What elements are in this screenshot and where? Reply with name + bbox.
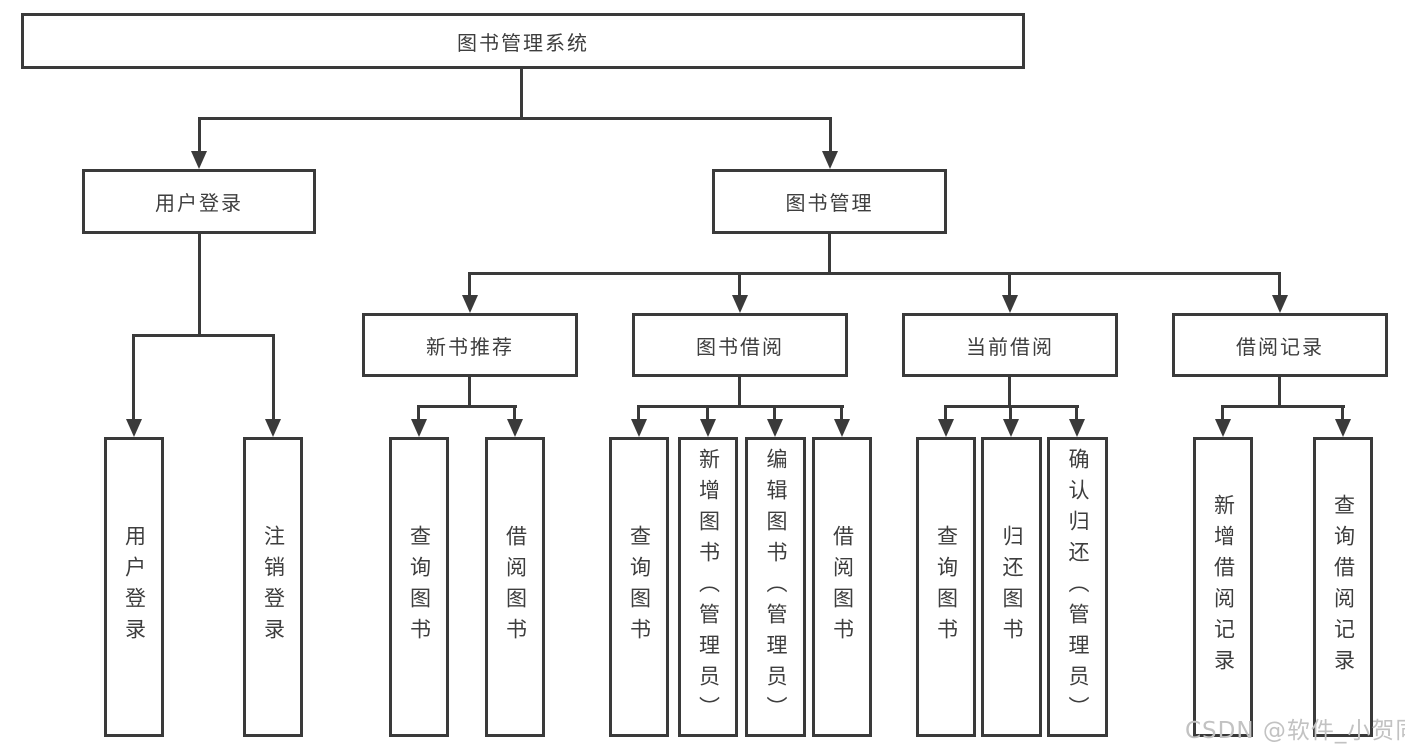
connector-vertical: [829, 117, 832, 154]
connector-vertical: [513, 405, 516, 421]
connector-vertical: [272, 334, 275, 422]
arrow-down-icon: [191, 151, 207, 169]
arrow-down-icon: [462, 295, 478, 313]
node-label: 借阅图书: [830, 525, 855, 649]
node-label: 查询图书: [934, 525, 959, 649]
node-label: 当前借阅: [966, 334, 1054, 359]
node-label: 图书管理: [785, 191, 874, 215]
arrow-down-icon: [700, 419, 716, 437]
connector-vertical: [1341, 405, 1344, 421]
node-label: 查询借阅记录: [1331, 494, 1356, 680]
connector-vertical: [1008, 272, 1011, 298]
arrow-down-icon: [1069, 419, 1085, 437]
arrow-down-icon: [265, 419, 281, 437]
connector-vertical: [198, 117, 201, 154]
leaf-return-books: 归还图书: [981, 437, 1042, 737]
leaf-query-borrow-record: 查询借阅记录: [1313, 437, 1373, 737]
leaf-add-borrow-record: 新增借阅记录: [1193, 437, 1253, 737]
leaf-edit-book-admin: 编辑图书（管理员）: [745, 437, 806, 737]
connector-horizontal: [198, 117, 832, 120]
arrow-down-icon: [822, 151, 838, 169]
connector-vertical: [132, 334, 135, 422]
node-label: 用户登录: [122, 525, 147, 649]
connector-vertical: [1278, 272, 1281, 298]
connector-vertical: [417, 405, 420, 421]
node-label: 新书推荐: [426, 334, 514, 359]
connector-horizontal: [1221, 405, 1345, 408]
node-user-login: 用户登录: [82, 169, 316, 234]
watermark: CSDN @软件_小贺同学: [1185, 718, 1405, 744]
connector-horizontal: [469, 272, 1281, 275]
arrow-down-icon: [767, 419, 783, 437]
node-book-management: 图书管理: [712, 169, 947, 234]
arrow-down-icon: [1002, 295, 1018, 313]
connector-vertical: [840, 405, 843, 421]
connector-vertical: [1278, 377, 1281, 408]
node-label: 新增图书（管理员）: [696, 447, 721, 727]
leaf-query-books: 查询图书: [609, 437, 669, 737]
arrow-down-icon: [411, 419, 427, 437]
leaf-confirm-return-admin: 确认归还（管理员）: [1047, 437, 1108, 737]
leaf-borrow-books: 借阅图书: [485, 437, 545, 737]
connector-vertical: [1221, 405, 1224, 421]
connector-vertical: [944, 405, 947, 421]
connector-vertical: [1009, 405, 1012, 421]
node-book-borrowing: 图书借阅: [632, 313, 848, 377]
node-label: 查询图书: [407, 525, 432, 649]
arrow-down-icon: [1272, 295, 1288, 313]
leaf-query-books: 查询图书: [916, 437, 976, 737]
leaf-logout: 注销登录: [243, 437, 303, 737]
connector-horizontal: [637, 405, 844, 408]
arrow-down-icon: [126, 419, 142, 437]
connector-vertical: [738, 377, 741, 408]
node-label: 图书借阅: [696, 334, 784, 359]
arrow-down-icon: [1215, 419, 1231, 437]
node-label: 编辑图书（管理员）: [764, 447, 788, 727]
connector-vertical: [1008, 377, 1011, 408]
connector-horizontal: [417, 405, 517, 408]
node-borrowing-records: 借阅记录: [1172, 313, 1388, 377]
connector-vertical: [468, 377, 471, 408]
connector-vertical: [773, 405, 776, 421]
arrow-down-icon: [1335, 419, 1351, 437]
connector-vertical: [637, 405, 640, 421]
connector-horizontal: [132, 334, 275, 337]
node-label: 用户登录: [155, 191, 243, 215]
arrow-down-icon: [507, 419, 523, 437]
node-label: 新增借阅记录: [1211, 494, 1236, 680]
connector-vertical: [520, 68, 523, 118]
leaf-query-books: 查询图书: [389, 437, 449, 737]
node-label: 借阅记录: [1236, 334, 1324, 359]
leaf-borrow-books: 借阅图书: [812, 437, 872, 737]
node-new-book-recommendation: 新书推荐: [362, 313, 578, 377]
node-current-borrowing: 当前借阅: [902, 313, 1118, 377]
node-label: 归还图书: [1000, 525, 1024, 649]
arrow-down-icon: [834, 419, 850, 437]
arrow-down-icon: [938, 419, 954, 437]
node-label: 注销登录: [261, 525, 286, 649]
node-label: 图书管理系统: [457, 30, 589, 55]
node-label: 确认归还（管理员）: [1066, 447, 1090, 727]
connector-vertical: [198, 233, 201, 337]
leaf-add-book-admin: 新增图书（管理员）: [678, 437, 738, 737]
connector-vertical: [738, 272, 741, 298]
leaf-user-login: 用户登录: [104, 437, 164, 737]
connector-vertical: [828, 233, 831, 274]
arrow-down-icon: [631, 419, 647, 437]
connector-vertical: [706, 405, 709, 421]
node-label: 查询图书: [627, 525, 652, 649]
connector-vertical: [1075, 405, 1078, 421]
arrow-down-icon: [732, 295, 748, 313]
arrow-down-icon: [1003, 419, 1019, 437]
node-label: 借阅图书: [503, 525, 528, 649]
node-library-management-system: 图书管理系统: [21, 13, 1025, 69]
connector-vertical: [468, 272, 471, 298]
